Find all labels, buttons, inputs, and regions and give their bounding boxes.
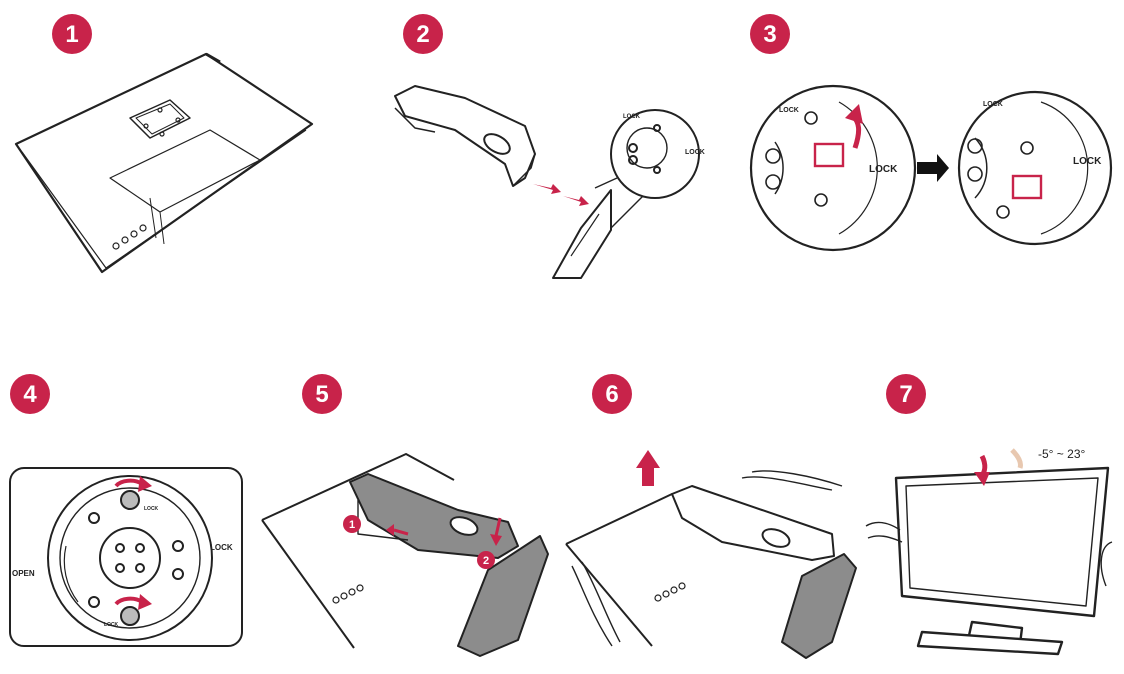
step-2-lock-label-side: LOCK: [685, 149, 705, 156]
step-7-illustration: -5° ~ 23°: [865, 447, 1113, 656]
step-number-5: 5: [315, 381, 328, 408]
step-number-6: 6: [605, 381, 618, 408]
step-badge-2: 2: [403, 14, 443, 54]
step-number-7: 7: [899, 381, 912, 408]
step-5-push-arrow-icon: [393, 528, 409, 536]
step-number-3: 3: [763, 21, 776, 48]
step-number-2: 2: [416, 21, 429, 48]
step-7-tilt-back-icon: [1010, 448, 1023, 469]
step-4-lock-label-side: LOCK: [210, 543, 233, 552]
step-1-illustration: [14, 52, 314, 274]
step-4-lock-label-top: LOCK: [144, 506, 159, 512]
sub-step-badge-1: [343, 515, 361, 533]
sub-step-number-2: 2: [483, 555, 489, 567]
step-4-lock-label-bottom: LOCK: [104, 622, 119, 628]
step-4-illustration: OPEN LOCK LOCK LOCK: [9, 467, 243, 647]
step-badge-1: 1: [52, 14, 92, 54]
step-number-4: 4: [23, 381, 37, 408]
step-3-highlight-after: [1011, 174, 1043, 200]
step-badge-4: 4: [10, 374, 50, 414]
step-2-lock-label-top: LOCK: [623, 114, 641, 120]
step-badge-7: 7: [886, 374, 926, 414]
step-3-lock-label-right: LOCK: [1073, 156, 1102, 167]
step-badge-5: 5: [302, 374, 342, 414]
step-number-1: 1: [65, 21, 78, 48]
step-3-illustration: LOCK LOCK LOCK LOCK: [749, 84, 1113, 252]
step-6-lift-arrow-icon: [636, 450, 660, 486]
step-badge-3: 3: [750, 14, 790, 54]
step-3-highlight-before: [813, 142, 845, 168]
step-2-illustration: LOCK LOCK: [394, 85, 705, 279]
step-4-open-label: OPEN: [12, 569, 35, 578]
step-badge-6: 6: [592, 374, 632, 414]
step-6-illustration: [565, 450, 857, 659]
step-3-lock-label-top-left: LOCK: [779, 107, 799, 114]
sub-step-badge-2: [477, 551, 495, 569]
tilt-range-label: -5° ~ 23°: [1038, 447, 1085, 461]
sub-step-number-1: 1: [349, 519, 355, 531]
step-5-illustration: 1 2: [261, 453, 549, 657]
step-3-right-arrow-icon: [917, 154, 949, 182]
step-3-lock-label-left: LOCK: [869, 164, 898, 175]
step-5-down-arrow-icon: [494, 517, 502, 537]
step-3-lock-label-top-right: LOCK: [983, 101, 1003, 108]
